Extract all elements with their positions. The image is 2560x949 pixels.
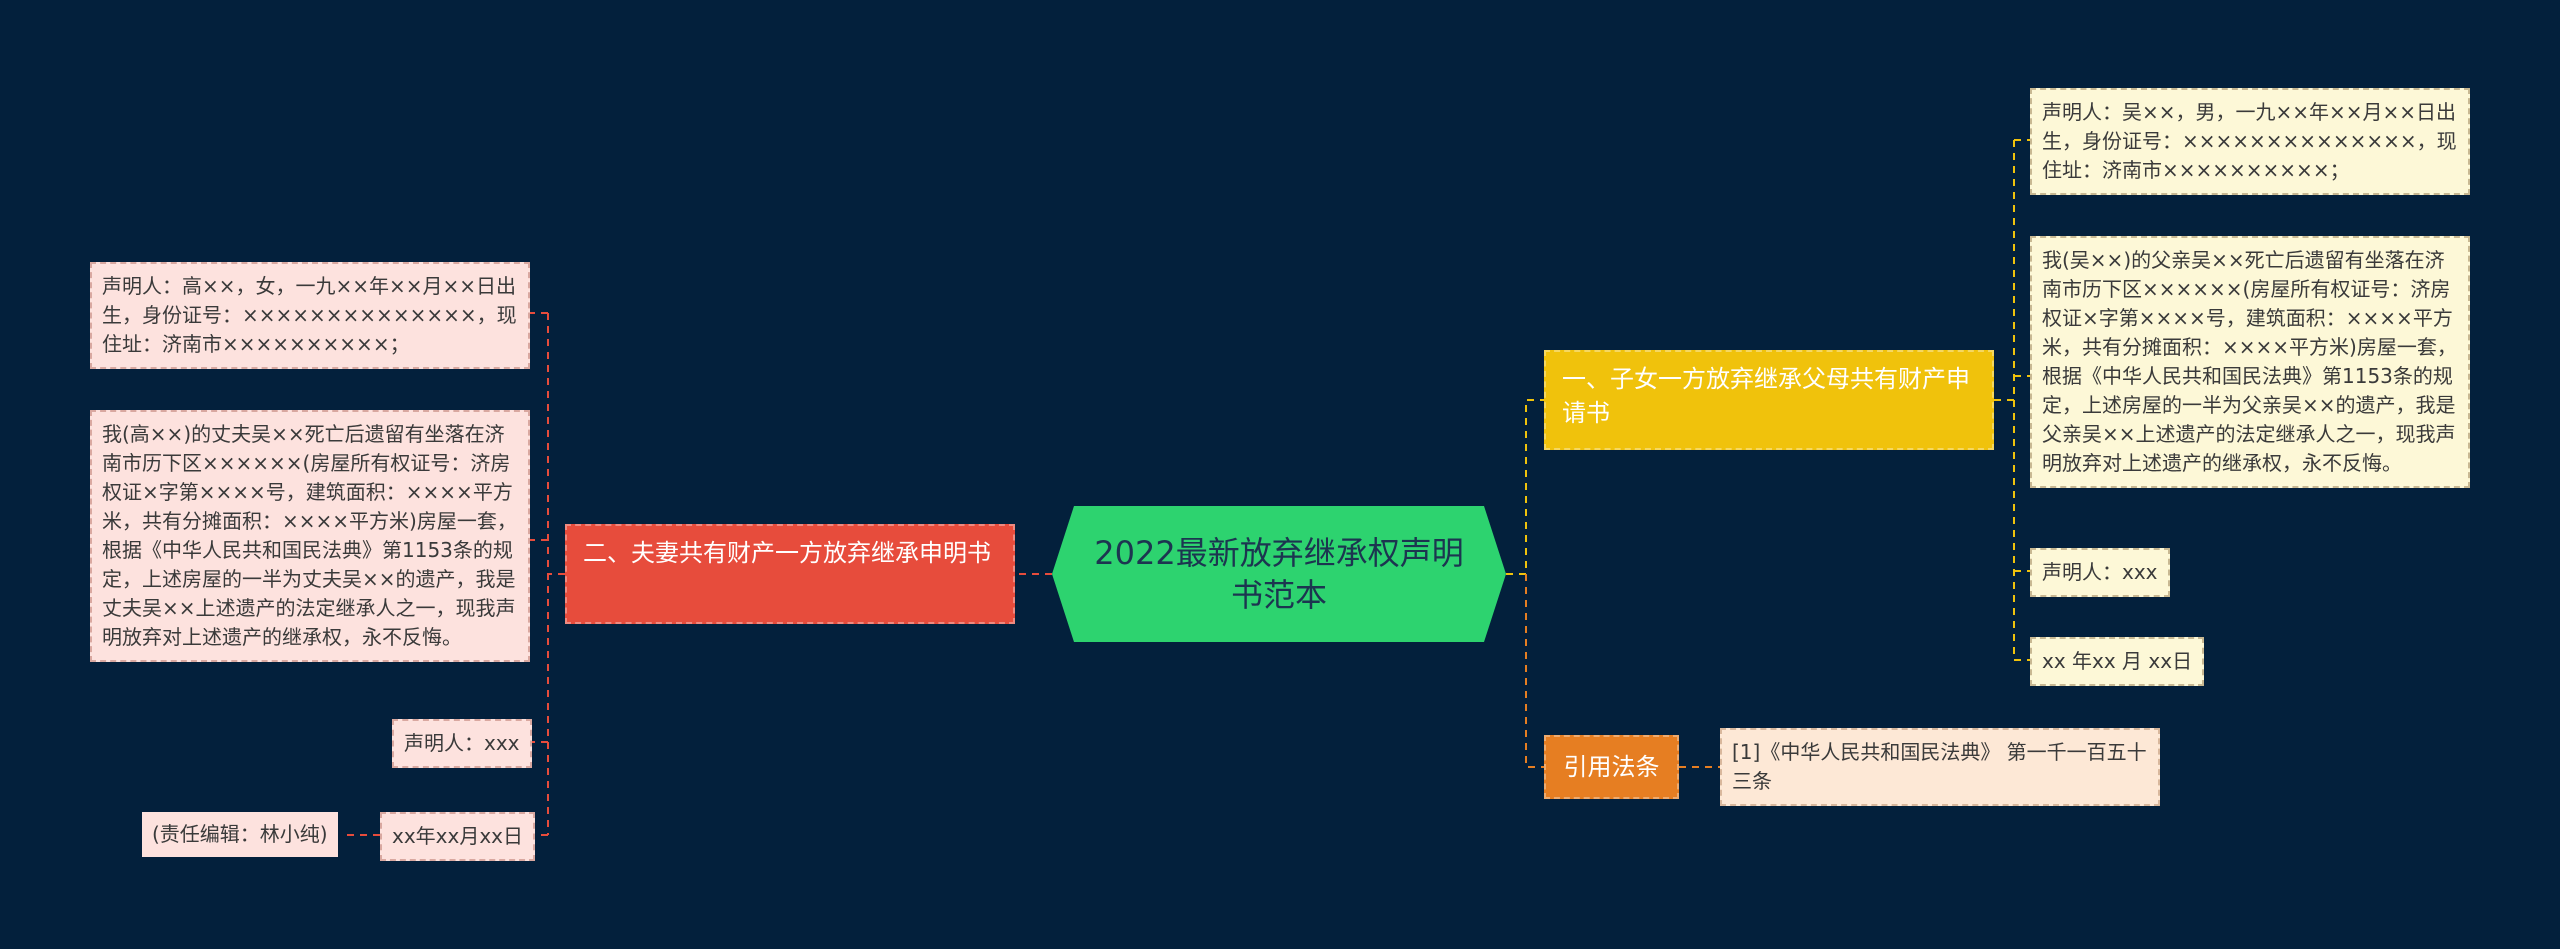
branch-spouse-renounce[interactable]: 二、夫妻共有财产一方放弃继承申明书 [565, 524, 1015, 624]
leaf-signature[interactable]: 声明人：xxx [2030, 548, 2170, 597]
leaf-text: 声明人：吴××，男，一九××年××月××日出生，身份证号：×××××××××××… [2042, 100, 2457, 182]
leaf-date[interactable]: xx年xx月xx日 [380, 812, 536, 861]
connector-right-leaves [1994, 139, 2030, 661]
leaf-text: 声明人：xxx [404, 731, 520, 755]
leaf-text: 我(高××)的丈夫吴××死亡后遗留有坐落在济南市历下区××××××(房屋所有权证… [102, 422, 517, 649]
central-topic-label: 2022最新放弃继承权声明书范本 [1094, 534, 1464, 614]
leaf-text: [1]《中华人民共和国民法典》 第一千一百五十三条 [1732, 740, 2147, 793]
branch-label: 一、子女一方放弃继承父母共有财产申请书 [1562, 365, 1970, 427]
leaf-text: xx年xx月xx日 [392, 824, 524, 848]
connector-left-leaves [530, 312, 565, 836]
leaf-declaration-body[interactable]: 我(高××)的丈夫吴××死亡后遗留有坐落在济南市历下区××××××(房屋所有权证… [90, 410, 530, 662]
editor-note[interactable]: (责任编辑：林小纯) [142, 812, 338, 857]
leaf-date[interactable]: xx 年xx 月 xx日 [2030, 637, 2205, 686]
leaf-declaration-body[interactable]: 我(吴××)的父亲吴××死亡后遗留有坐落在济南市历下区××××××(房屋所有权证… [2030, 236, 2470, 488]
leaf-text: 声明人：xxx [2042, 560, 2158, 584]
central-topic[interactable]: 2022最新放弃继承权声明书范本 [1052, 506, 1506, 642]
branch-label: 引用法条 [1563, 753, 1660, 781]
leaf-signature[interactable]: 声明人：xxx [392, 719, 532, 768]
leaf-declarant-info[interactable]: 声明人：高××，女，一九××年××月××日出生，身份证号：×××××××××××… [90, 262, 530, 369]
branch-label: 二、夫妻共有财产一方放弃继承申明书 [583, 539, 991, 567]
connector-center-law [1525, 574, 1544, 768]
branch-children-renounce[interactable]: 一、子女一方放弃继承父母共有财产申请书 [1544, 350, 1994, 450]
leaf-text: 声明人：高××，女，一九××年××月××日出生，身份证号：×××××××××××… [102, 274, 517, 356]
leaf-text: (责任编辑：林小纯) [152, 822, 328, 846]
leaf-text: 我(吴××)的父亲吴××死亡后遗留有坐落在济南市历下区××××××(房屋所有权证… [2042, 248, 2457, 475]
branch-cited-law[interactable]: 引用法条 [1544, 735, 1679, 799]
leaf-text: xx 年xx 月 xx日 [2042, 649, 2193, 673]
leaf-law-citation[interactable]: [1]《中华人民共和国民法典》 第一千一百五十三条 [1720, 728, 2160, 806]
connector-center-right [1506, 399, 1544, 575]
leaf-declarant-info[interactable]: 声明人：吴××，男，一九××年××月××日出生，身份证号：×××××××××××… [2030, 88, 2470, 195]
